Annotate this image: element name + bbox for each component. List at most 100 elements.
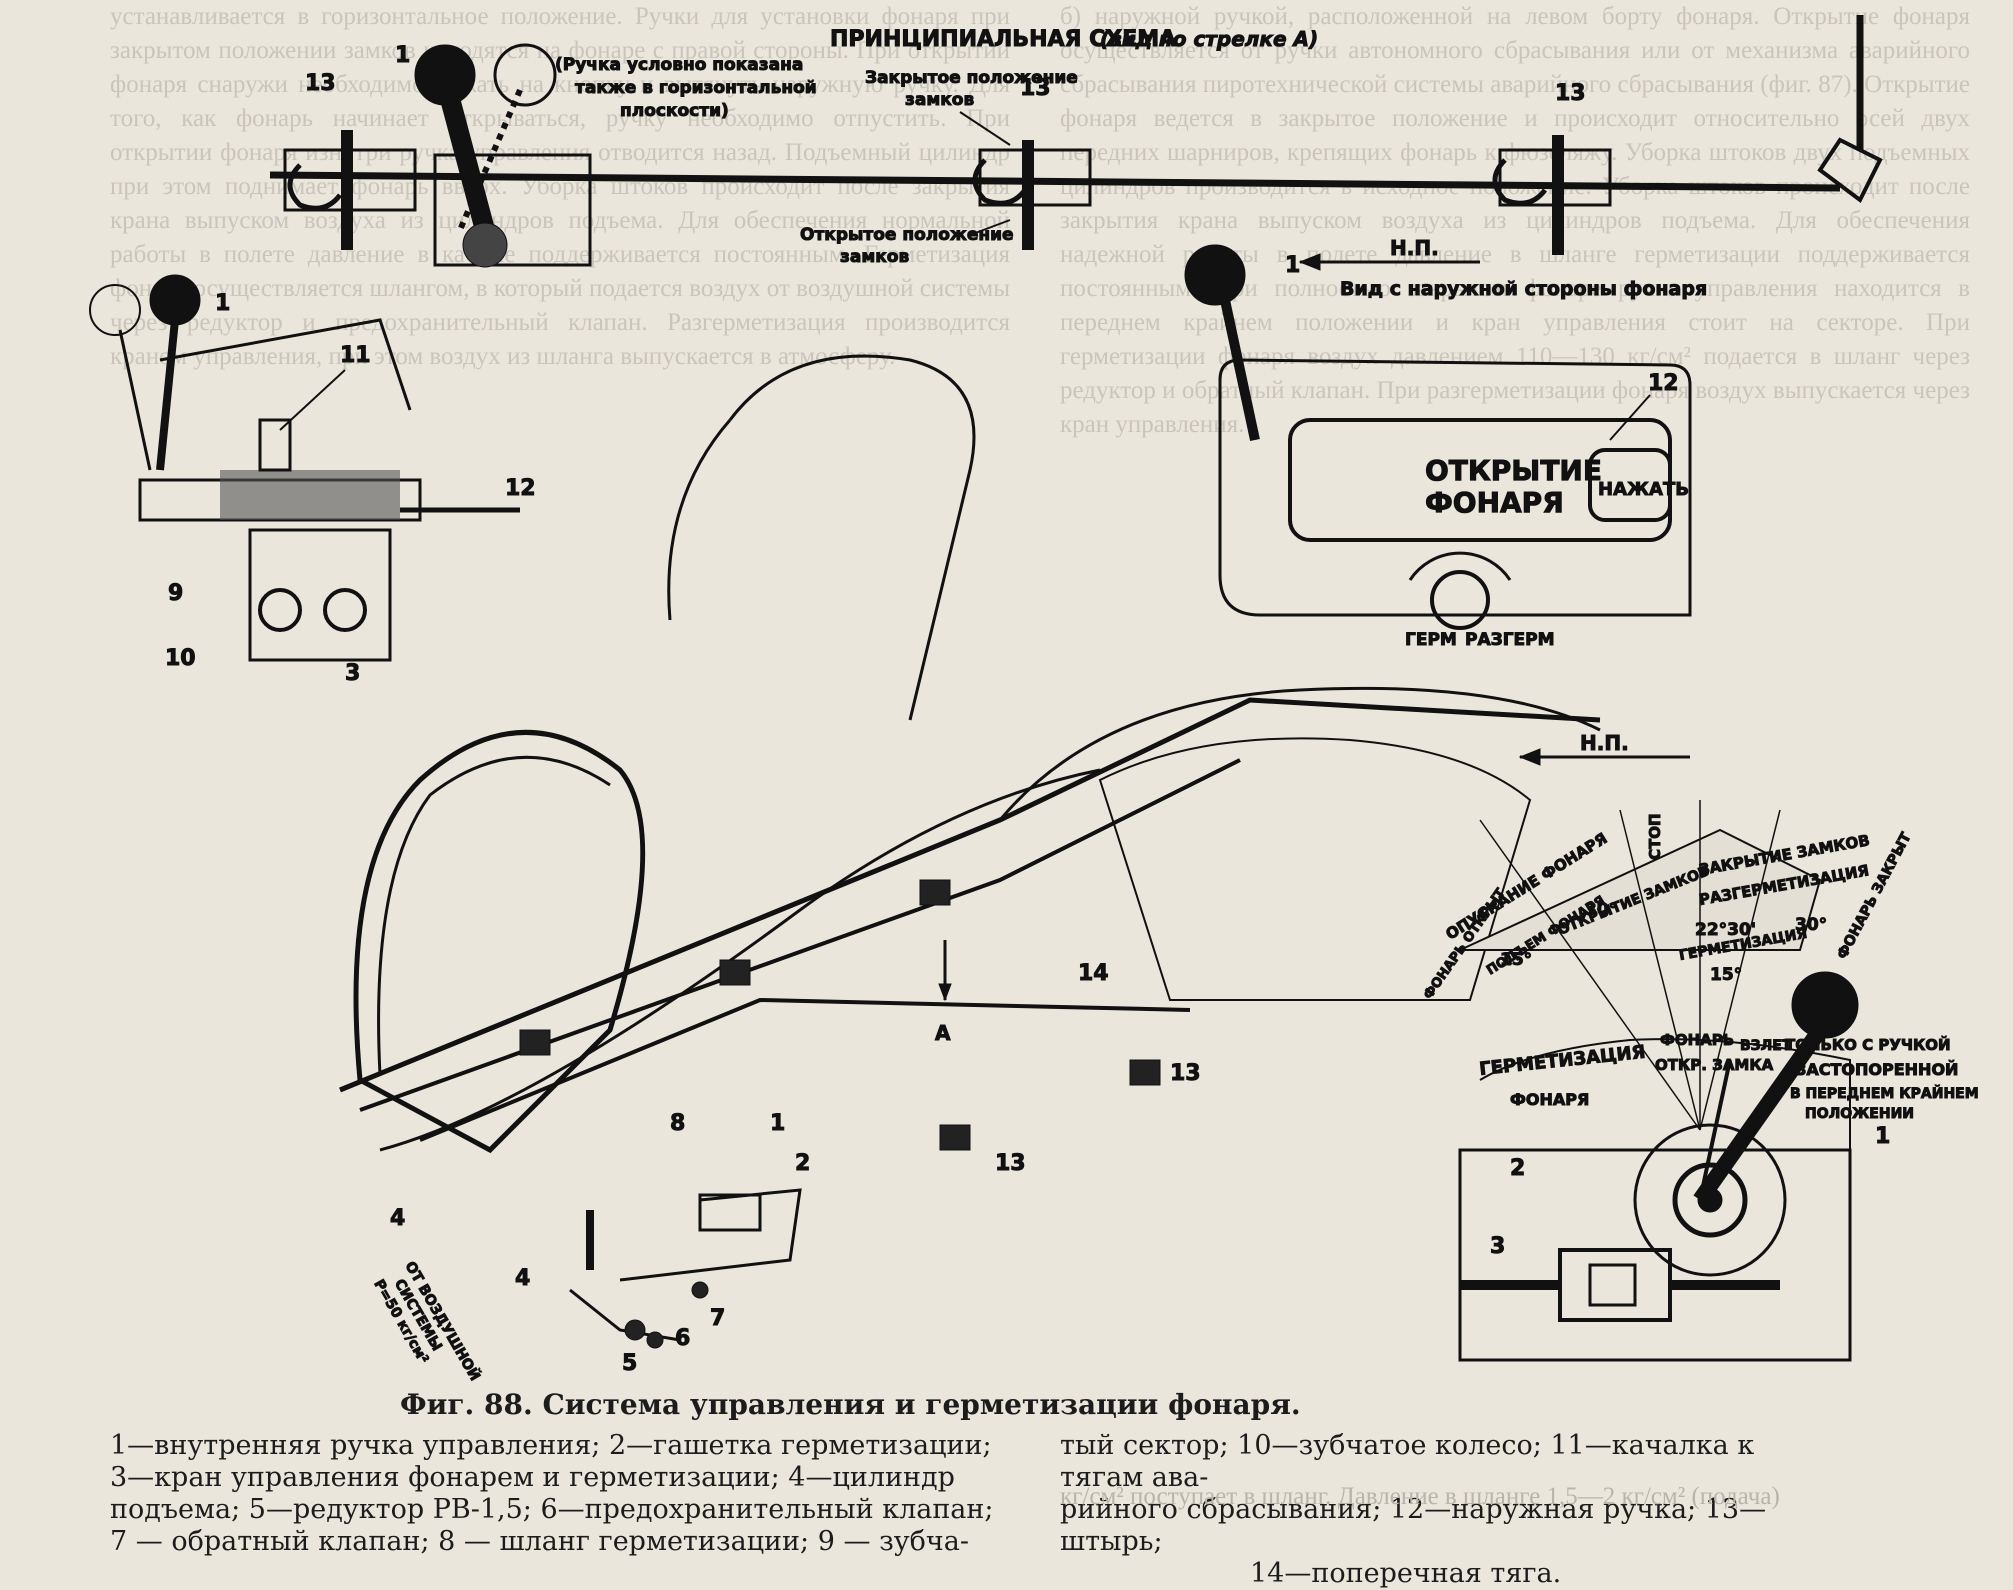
press-button — [1588, 448, 1672, 522]
spring-coil — [220, 470, 400, 520]
sector-line-2 — [1619, 809, 1701, 1131]
figure-caption: Фиг. 88. Система управления и герметизац… — [400, 1388, 1301, 1421]
lock-hook-left — [287, 163, 342, 211]
num-12-right: 12 — [1648, 371, 1679, 396]
principal-schematic: ПРИНЦИПИАЛЬНАЯ СХЕМА (вид по стрелке А) — [269, 15, 1883, 268]
sector-lever-ghost — [1698, 1059, 1732, 1201]
open-leader — [969, 219, 1011, 236]
left-mechanism: 1 11 12 9 10 3 — [89, 274, 536, 687]
note-handle-2: также в горизонтальной — [575, 78, 817, 98]
outer-plate — [1218, 358, 1692, 617]
seal-hose-8 — [379, 768, 1101, 1152]
num-13-body-1: 13 — [1170, 1061, 1201, 1086]
lower-note-4: ПОЛОЖЕНИИ — [1805, 1106, 1914, 1122]
lower-fonarya: ФОНАРЯ — [1510, 1090, 1589, 1109]
num-6: 6 — [675, 1326, 690, 1351]
lower-vzlet: ВЗЛЕТ — [1740, 1038, 1792, 1054]
press-label: НАЖАТЬ — [1598, 479, 1689, 500]
num-11: 11 — [340, 343, 371, 368]
num-9: 9 — [168, 581, 183, 606]
transverse-rod — [269, 171, 1841, 192]
sector-angle-30: 30° — [1795, 915, 1827, 935]
gear-hub — [1697, 1187, 1723, 1213]
open-position-1: Открытое положение — [800, 225, 1014, 245]
frame-bottom-rail — [419, 997, 1191, 1142]
arrow-a-head — [938, 983, 952, 1002]
num-3-right: 3 — [1490, 1234, 1505, 1259]
frame-top-rail — [339, 697, 1601, 1093]
lower-box — [1458, 1148, 1852, 1362]
handle-knob-ghost — [493, 43, 557, 107]
flight-arrowhead-mid — [1518, 748, 1541, 766]
windshield-inner — [377, 755, 611, 1076]
lower-note-3: В ПЕРЕДНЕМ КРАЙНЕМ — [1790, 1085, 1979, 1102]
sector-line-4 — [1699, 809, 1781, 1131]
check-valve-7 — [691, 1281, 709, 1299]
num-1-top: 1 — [395, 43, 410, 68]
num-5: 5 — [622, 1351, 637, 1376]
lower-fonar: ФОНАРЬ — [1660, 1031, 1734, 1049]
lock-bracket-2 — [1129, 1059, 1161, 1086]
valve-port-1 — [258, 588, 302, 632]
num-1-left: 1 — [215, 291, 230, 316]
canopy-raised-edge — [667, 419, 732, 621]
lock-bracket-5 — [519, 1029, 551, 1056]
lock-hook-right — [1492, 158, 1547, 206]
valve-block — [248, 528, 392, 662]
handle-lever-ghost — [457, 88, 523, 232]
schematic-title: ПРИНЦИПИАЛЬНАЯ СХЕМА — [830, 27, 1176, 52]
sector-angle-22: 22°30' — [1695, 920, 1756, 940]
frame-mid-rail — [359, 758, 1241, 1112]
num-13-body-2: 13 — [995, 1151, 1026, 1176]
canopy-frame: А 14 13 13 8 1 2 4 4 5 6 7 ОТ ВОЗДУШНОЙ … — [339, 354, 1690, 1384]
lock-bracket-3 — [939, 1124, 971, 1151]
num-2-right: 2 — [1510, 1156, 1525, 1181]
lock-hook-center — [972, 158, 1027, 206]
background-text-tail: кг/см² поступает в шланг. Давление в шла… — [1060, 1483, 1780, 1510]
lock-box-center — [978, 148, 1092, 207]
flight-direction-mid: Н.П. — [1580, 731, 1629, 755]
num-1-mid: 1 — [1285, 253, 1300, 278]
canopy-raised-outline — [728, 354, 976, 721]
flight-direction-top: Н.П. — [1390, 236, 1439, 260]
sector-angle-15b: 15° — [1500, 950, 1532, 970]
legend-right: тый сектор; 10—зубчатое колесо; 11—качал… — [1060, 1430, 1840, 1590]
legend-right-line-2: рийного сбрасывания; 12—наружная ручка; … — [1060, 1494, 1767, 1557]
sector-angle-30b: 30° — [1585, 900, 1617, 920]
frame-rear-panel — [1098, 737, 1532, 1001]
reducer-5 — [624, 1319, 646, 1341]
num-13-center: 13 — [1020, 76, 1051, 101]
closed-position-1: Закрытое положение — [865, 68, 1078, 88]
schematic-view-note: (вид по стрелке А) — [1100, 27, 1318, 51]
right-end-bracket — [1817, 137, 1883, 204]
num-2-body: 2 — [795, 1151, 810, 1176]
lock-bracket-4 — [919, 879, 951, 906]
num-13-right: 13 — [1555, 81, 1586, 106]
frame-rear-arc — [998, 686, 1601, 821]
num-1-body: 1 — [770, 1111, 785, 1136]
handle-knob-top — [414, 44, 476, 106]
handle-knob-mid — [1184, 244, 1246, 306]
legend-right-line-1: тый сектор; 10—зубчатое колесо; 11—качал… — [1060, 1430, 1755, 1493]
num-7: 7 — [710, 1306, 725, 1331]
lever-left — [156, 319, 179, 471]
germ-arc — [1408, 551, 1512, 581]
legend-left-line-1: 1—внутренняя ручка управления; 2—гашетка… — [110, 1430, 992, 1461]
num-3-left: 3 — [345, 661, 360, 686]
safety-valve-6 — [646, 1331, 664, 1349]
closed-leader — [959, 111, 1011, 146]
num-4-b: 4 — [515, 1266, 530, 1291]
note-handle-1: (Ручка условно показана — [555, 55, 803, 75]
closed-position-2: замков — [905, 90, 974, 110]
handle-lever-top — [435, 77, 495, 233]
legend-right-line-3: 14—поперечная тяга. — [1250, 1558, 1562, 1589]
outer-handle-view: Н.П. Вид с наружной стороны фонаря 1 ОТК… — [1184, 236, 1708, 651]
sector-angle-15a: 15° — [1710, 965, 1742, 985]
valve-port-2 — [323, 588, 367, 632]
legend-left: 1—внутренняя ручка управления; 2—гашетка… — [110, 1430, 1010, 1558]
flight-arrowhead-top — [1298, 253, 1321, 271]
legend-left-line-3: подъема; 5—редуктор РВ-1,5; 6—предохрани… — [110, 1494, 994, 1525]
sector-lever — [1693, 1025, 1827, 1205]
windshield-ring — [353, 730, 646, 1154]
gear-sector-circle — [1633, 1123, 1787, 1277]
